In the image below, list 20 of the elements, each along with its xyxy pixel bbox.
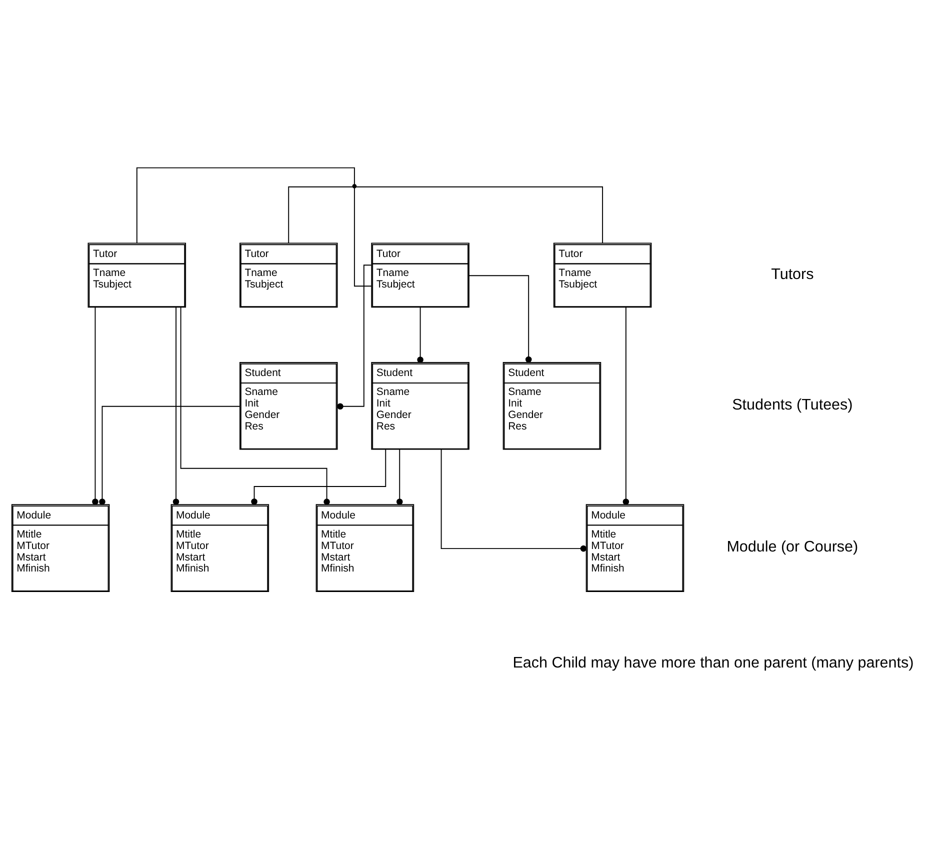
connector	[288, 186, 354, 244]
connector	[99, 406, 240, 505]
label: Tutors	[771, 266, 814, 283]
node-point	[352, 184, 357, 188]
connector	[354, 187, 372, 287]
connector	[337, 264, 372, 410]
label: Module (or Course)	[726, 538, 858, 556]
connector	[180, 307, 330, 505]
connector	[417, 306, 424, 363]
connector	[440, 449, 587, 552]
connector	[136, 167, 355, 244]
connector	[468, 275, 532, 363]
connector	[396, 448, 403, 505]
connector	[356, 186, 604, 244]
connector	[622, 306, 630, 505]
connector	[251, 449, 386, 505]
label: Students (Tutees)	[732, 396, 853, 414]
connector	[92, 306, 98, 505]
connector	[172, 306, 180, 505]
label: Each Child may have more than one parent (many parents)	[512, 654, 914, 672]
